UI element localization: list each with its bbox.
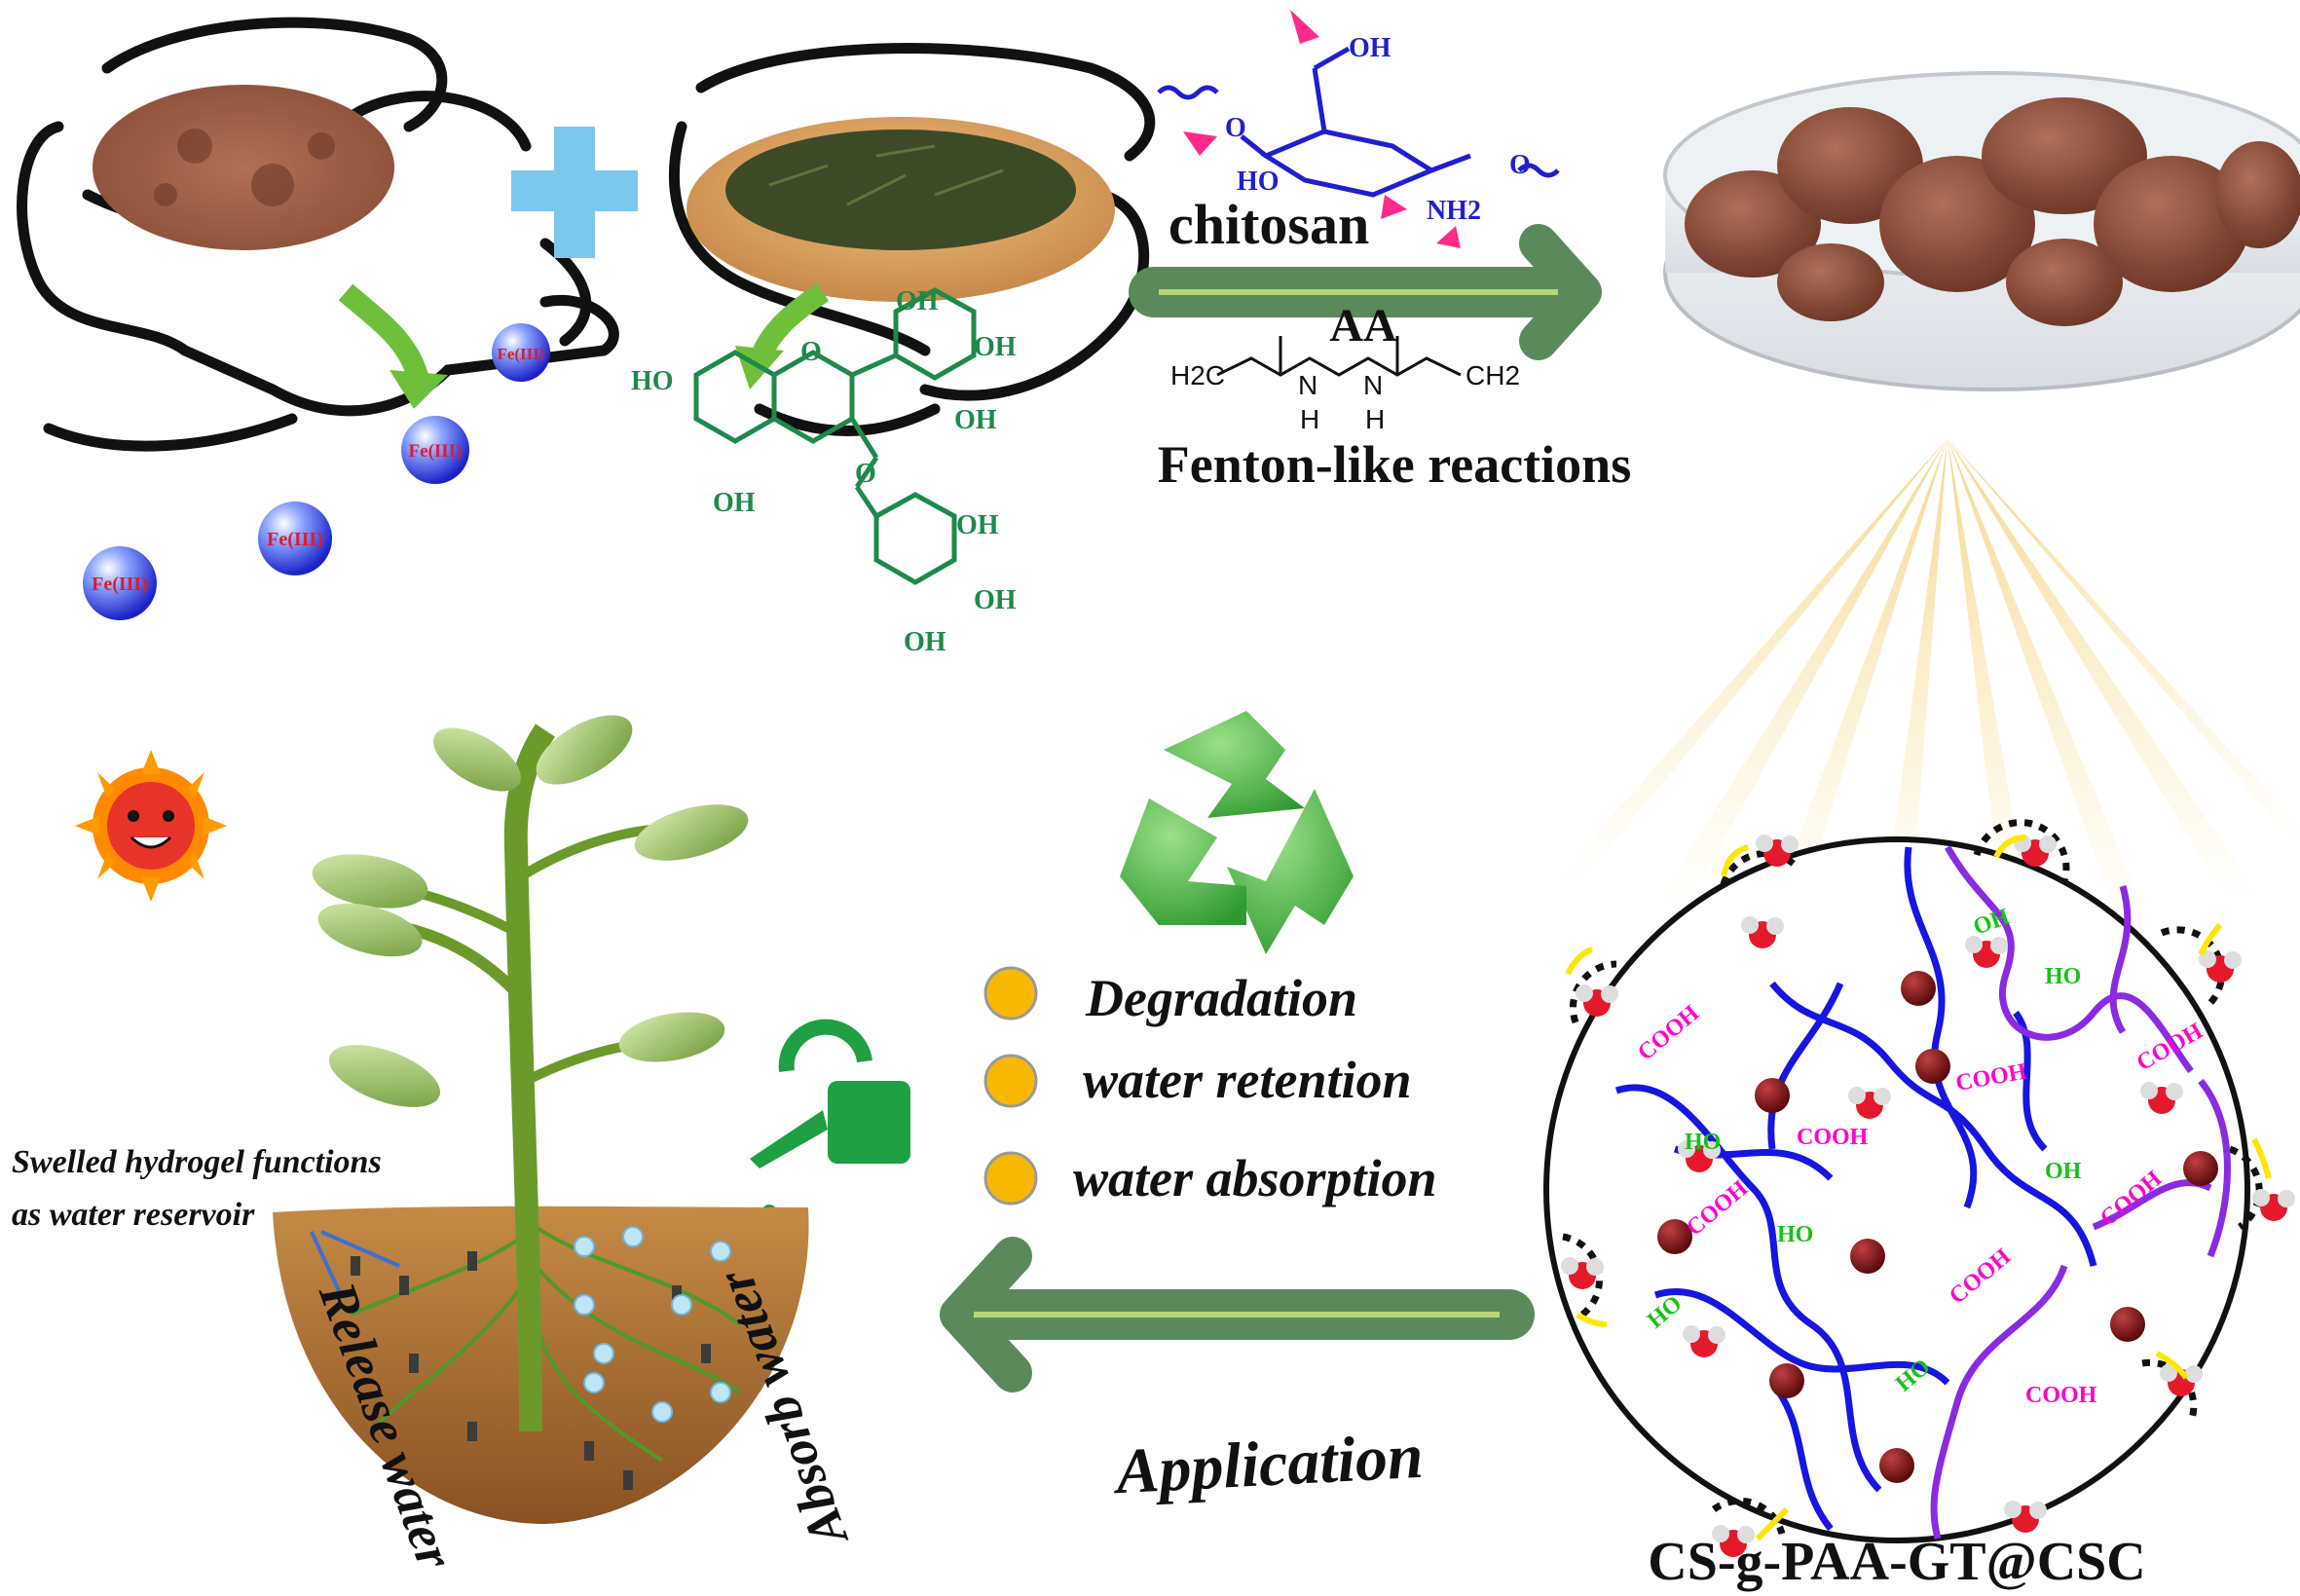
- catechin-ho: HO: [631, 366, 674, 396]
- catechin-oh: OH: [954, 405, 997, 435]
- water-molecule: [2014, 835, 2057, 867]
- property-bullets: [983, 966, 1038, 1206]
- synthesis-arrow: [1129, 224, 1602, 360]
- chitosan-oh: OH: [1349, 33, 1391, 63]
- chitosan-o: O: [1225, 113, 1246, 143]
- water-molecule: [2004, 1501, 2047, 1533]
- plant: [312, 715, 749, 1432]
- water-molecule: [2160, 1364, 2203, 1396]
- recycle-icon: [1120, 711, 1354, 954]
- chitosan-ho: HO: [1237, 167, 1280, 197]
- water-molecule: [1712, 1525, 1755, 1557]
- catechin-oh: OH: [904, 627, 946, 657]
- catechin-oh: OH: [956, 510, 999, 540]
- crosslinker-n: N: [1298, 370, 1317, 400]
- water-molecule: [1576, 984, 1618, 1017]
- iron-ion-ball: [258, 501, 332, 575]
- catechin-oh: OH: [896, 286, 939, 316]
- water-molecule: [1561, 1257, 1604, 1289]
- water-molecule: [1965, 936, 2008, 968]
- plus-icon: [511, 127, 638, 258]
- crosslinker-h2c: H2C: [1170, 360, 1225, 390]
- iron-ions: [83, 323, 550, 620]
- cooh-label: COOH: [2025, 1383, 2097, 1408]
- reaction-label: Fenton-like reactions: [1158, 435, 1631, 494]
- property-water-retention: water retention: [1083, 1051, 1412, 1109]
- light-rays: [1558, 438, 2300, 945]
- green-curved-arrow-left: [338, 283, 429, 384]
- ho-label: HO: [2045, 964, 2081, 989]
- iron-ion-label: Fe(III): [409, 441, 463, 462]
- catechin-oh: OH: [713, 488, 756, 518]
- iron-ion-label: Fe(III): [92, 574, 148, 595]
- reservoir-note-line1: Swelled hydrogel functions: [12, 1144, 382, 1180]
- chitosan-structure: [1157, 46, 1560, 198]
- oh-label: OH: [2045, 1159, 2082, 1184]
- catechin-o: O: [855, 459, 876, 489]
- application-label: Application: [1110, 1421, 1425, 1508]
- catechin-o: O: [800, 337, 822, 367]
- iron-ion-ball: [492, 323, 550, 382]
- ho-label: HO: [1685, 1130, 1721, 1155]
- iron-ion-label: Fe(III): [267, 529, 323, 550]
- water-droplets: [574, 1226, 731, 1423]
- catechin-oh: OH: [974, 585, 1017, 615]
- crosslinker-structure: [1216, 336, 1462, 377]
- iron-ion-ball: [401, 416, 469, 484]
- product-name: CS-g-PAA-GT@CSC: [1648, 1532, 2146, 1592]
- catechin-structure: [693, 287, 977, 585]
- water-molecule: [1678, 1140, 1721, 1172]
- cooh-label: COOH: [1797, 1125, 1869, 1150]
- application-arrow: [940, 1237, 1535, 1392]
- cocoa-powder-image: [93, 85, 394, 250]
- water-molecule: [1848, 1087, 1891, 1119]
- property-water-absorption: water absorption: [1073, 1149, 1437, 1207]
- iron-ion-label: Fe(III): [497, 345, 544, 363]
- monomer-label: AA: [1329, 300, 1397, 352]
- hydrogel-network: [1543, 819, 2295, 1557]
- green-tea-leaves: [725, 130, 1076, 250]
- water-molecule: [1683, 1325, 1725, 1357]
- hydrogel-petri-dish: [1663, 71, 2300, 391]
- hydrogel-particles: [351, 1251, 711, 1490]
- crosslinker-n: N: [1363, 370, 1383, 400]
- crosslinker-h: H: [1365, 404, 1385, 434]
- hand-outline-right: [669, 43, 1156, 436]
- crosslinker-ch2: CH2: [1465, 360, 1520, 390]
- sun-icon: [75, 750, 227, 902]
- water-molecule: [2140, 1082, 2183, 1114]
- chitosan-label: chitosan: [1169, 193, 1369, 256]
- chitosan-o: O: [1509, 150, 1531, 180]
- water-molecule: [2252, 1189, 2295, 1221]
- iron-ion-ball: [83, 546, 157, 620]
- ho-label: HO: [1777, 1222, 1813, 1247]
- water-molecule: [1741, 916, 1784, 948]
- chitosan-nh2: NH2: [1427, 196, 1481, 226]
- pink-markers: [1183, 10, 1461, 248]
- catechin-oh: OH: [974, 332, 1017, 362]
- crosslinker-h: H: [1300, 404, 1319, 434]
- water-molecule: [1756, 835, 1799, 867]
- reservoir-note-line2: as water reservoir: [12, 1197, 255, 1233]
- property-degradation: Degradation: [1085, 969, 1357, 1027]
